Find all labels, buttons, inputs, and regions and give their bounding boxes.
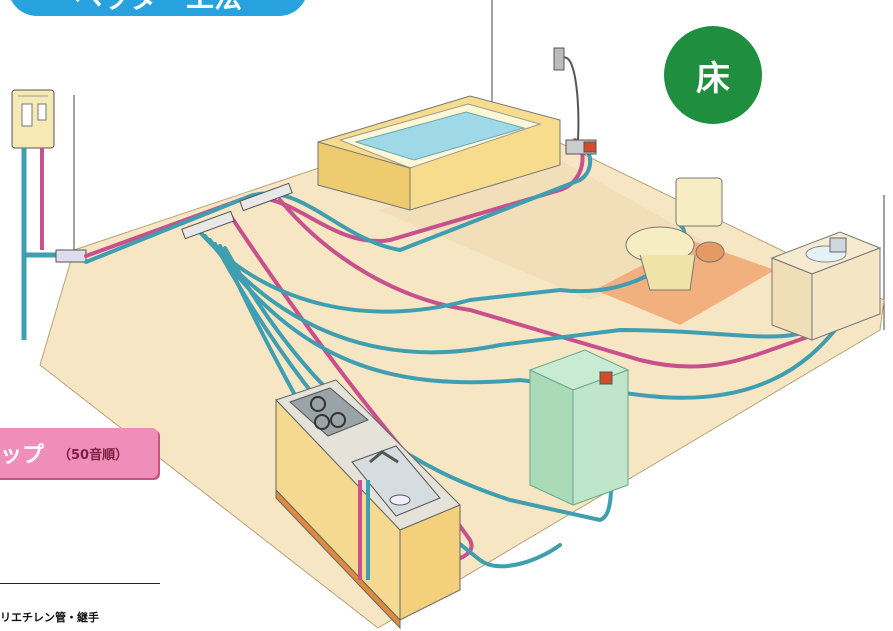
kitchen-pipe-risers: [358, 480, 370, 580]
footer-link[interactable]: リエチレン管・継手: [0, 611, 99, 624]
shower-icon: [553, 47, 597, 155]
index-map-tab[interactable]: ップ （50音順）: [0, 428, 158, 478]
header-left-fitting: [55, 249, 87, 263]
gas-stove-icon: [289, 387, 369, 437]
washing-machine-icon: [528, 349, 630, 506]
toilet-icon: [625, 177, 725, 291]
washbasin-icon: [770, 231, 882, 341]
kitchen-sink-icon: [351, 445, 441, 517]
bathtub-icon: [317, 95, 561, 211]
footer-divider: [0, 583, 160, 584]
map-tab-sublabel: （50音順）: [58, 447, 129, 463]
header-manifold-1: [181, 210, 235, 240]
floor-shadow: [378, 160, 720, 300]
map-tab-label: ップ: [0, 443, 45, 468]
method-title-pill: ヘッダー工法: [8, 0, 308, 16]
floor-badge-label: 床: [696, 58, 730, 99]
water-heater-icon: [11, 89, 55, 149]
floor-badge: 床: [664, 26, 762, 124]
header-manifold-2: [239, 182, 293, 212]
page-title: ヘッダー工法: [8, 0, 308, 12]
